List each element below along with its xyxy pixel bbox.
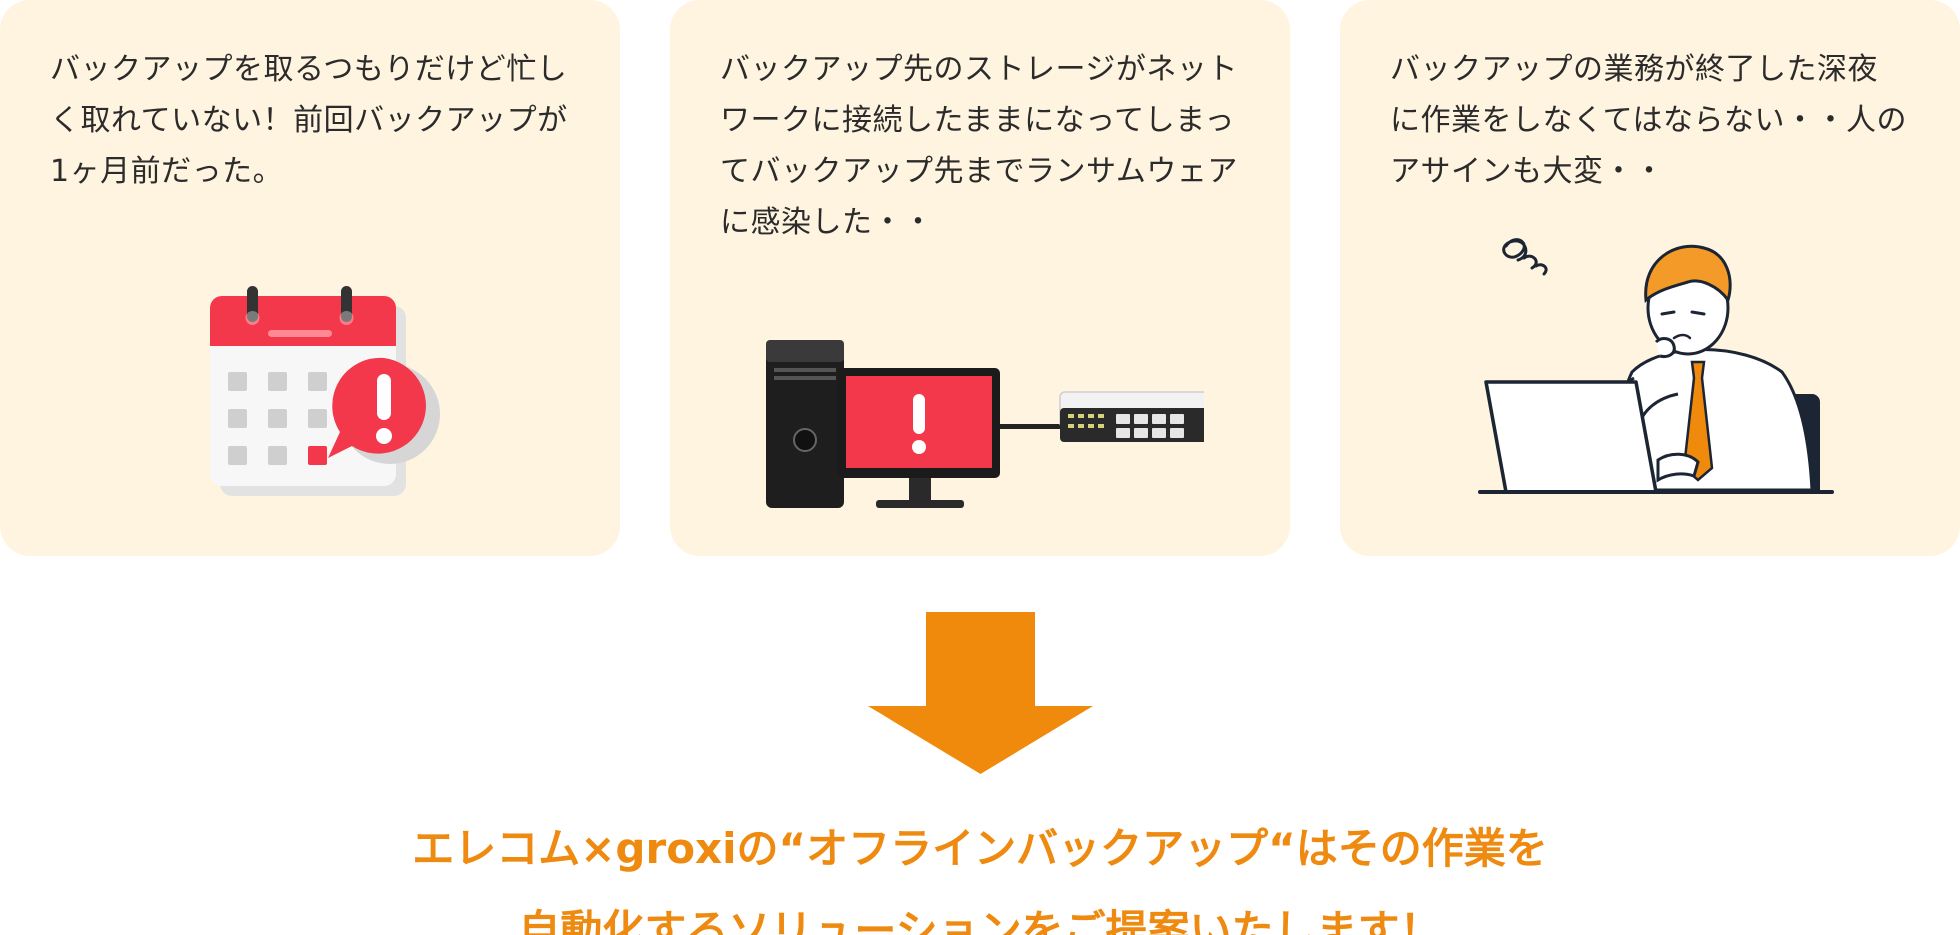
calendar-alert-icon — [200, 282, 450, 502]
card-text: バックアップ先のストレージがネット ワークに接続したままになってしまっ てバック… — [720, 52, 1238, 240]
problem-card-busy: バックアップを取るつもりだけど忙し く取れていない！前回バックアップが 1ヶ月前… — [0, 0, 620, 556]
conclusion-line-2: 自動化するソリューションをご提案いたします！ — [518, 906, 1442, 935]
tired-worker-icon — [1466, 222, 1846, 498]
card-text: バックアップを取るつもりだけど忙し く取れていない！前回バックアップが 1ヶ月前… — [50, 52, 568, 189]
conclusion-line-1: エレコム×groxiの“オフラインバックアップ“はその作業を — [412, 824, 1548, 873]
problem-card-late-night: バックアップの業務が終了した深夜 に作業をしなくてはならない・・人の アサインも… — [1340, 0, 1960, 556]
problem-card-ransomware: バックアップ先のストレージがネット ワークに接続したままになってしまっ てバック… — [670, 0, 1290, 556]
pc-network-infected-icon — [764, 334, 1211, 524]
down-arrow-icon — [868, 612, 1093, 774]
card-text: バックアップの業務が終了した深夜 に作業をしなくてはならない・・人の アサインも… — [1390, 52, 1907, 189]
conclusion-text: エレコム×groxiの“オフラインバックアップ“はその作業を 自動化するソリュー… — [0, 808, 1960, 935]
problem-cards: バックアップを取るつもりだけど忙し く取れていない！前回バックアップが 1ヶ月前… — [0, 0, 1960, 556]
